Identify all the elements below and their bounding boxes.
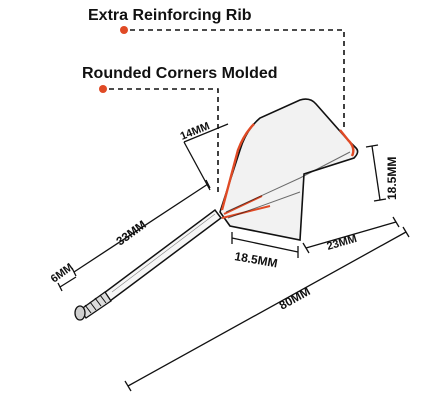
dim-flight-base-label: 18.5MM [233, 249, 278, 270]
dart-shaft [102, 208, 223, 303]
flight-wing [219, 98, 359, 241]
flight-rounded-corner-left [220, 123, 255, 211]
dart-flight [219, 98, 359, 241]
dim-shaft-length-label: 33MM [114, 218, 149, 249]
callout-rib-dot [120, 26, 128, 34]
dim-flight-tail-label: 23MM [326, 233, 359, 253]
dim-flight-height-label: 18.5MM [385, 157, 399, 200]
dim-stem-width-label: 14MM [179, 120, 212, 143]
callout-corners-leader [109, 88, 219, 193]
dart-tip [74, 291, 112, 321]
dim-stem-width: 14MM [179, 120, 229, 191]
dim-tip-length: 6MM [49, 261, 77, 292]
dim-shaft-length: 33MM [71, 179, 211, 277]
callout-corners-dot [99, 85, 107, 93]
dim-tip-length-label: 6MM [49, 261, 76, 285]
callout-corners-label: Rounded Corners Molded [82, 65, 278, 82]
flight-reinforced-rib-edge [339, 129, 355, 157]
dim-overall-length-label: 80MM [277, 284, 313, 312]
dim-flight-height: 18.5MM [365, 144, 399, 202]
dim-flight-tail: 23MM [302, 216, 400, 254]
callout-rib-leader [130, 29, 345, 130]
callout-rib-label: Extra Reinforcing Rib [88, 7, 252, 24]
